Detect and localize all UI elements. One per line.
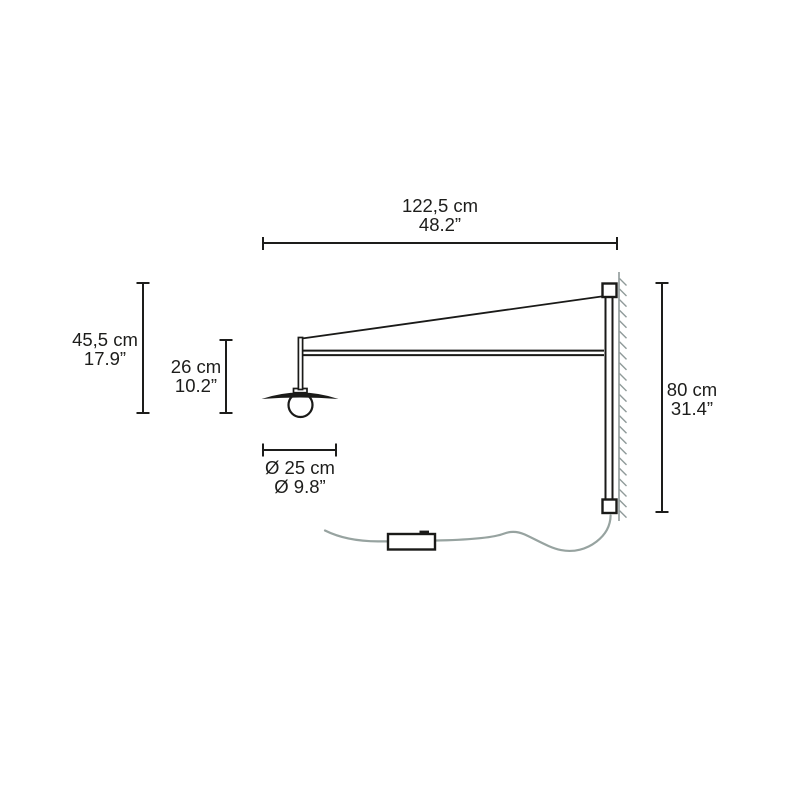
- dim-shade-diameter-imperial-label: Ø 9.8”: [274, 476, 325, 497]
- dim-wall-height-metric-label: 80 cm: [667, 379, 717, 400]
- dim-lamp-height-line: [136, 282, 150, 414]
- dim-arm-length: 122,5 cm 48.2”: [262, 195, 618, 250]
- shade-profile: [261, 392, 339, 399]
- dim-lamp-height-metric-label: 45,5 cm: [72, 329, 138, 350]
- dim-lamp-height: 45,5 cm 17.9”: [72, 282, 150, 414]
- inline-switch-box: [386, 532, 437, 551]
- dim-shade-drop-metric-label: 26 cm: [171, 356, 221, 377]
- dim-arm-length-metric-label: 122,5 cm: [402, 195, 478, 216]
- switch-button-tab: [419, 530, 429, 535]
- dim-arm-length-imperial-label: 48.2”: [419, 214, 461, 235]
- dim-lamp-height-imperial-label: 17.9”: [84, 348, 126, 369]
- wall-bracket-top: [601, 282, 618, 299]
- dim-shade-diameter: Ø 25 cm Ø 9.8”: [262, 443, 337, 497]
- dim-shade-diameter-metric-label: Ø 25 cm: [265, 457, 335, 478]
- wall-hatching-pattern: [619, 278, 627, 519]
- lamp-drawing: [261, 272, 627, 553]
- lamp-stem: [297, 336, 304, 391]
- wall-pole-lines: [604, 294, 614, 500]
- dim-shade-drop: 26 cm 10.2”: [171, 339, 233, 414]
- dim-wall-height-line: [655, 282, 669, 513]
- dim-shade-drop-imperial-label: 10.2”: [175, 375, 217, 396]
- dim-arm-length-line: [262, 237, 618, 250]
- power-cord-line: [323, 514, 612, 553]
- wall-bracket-bottom: [601, 498, 618, 515]
- dim-shade-diameter-line: [262, 443, 337, 457]
- dim-shade-drop-line: [219, 339, 233, 414]
- dim-wall-height-imperial-label: 31.4”: [671, 398, 713, 419]
- lamp-arm-lines: [303, 349, 604, 357]
- dim-wall-height: 80 cm 31.4”: [655, 282, 717, 513]
- support-cable-line: [301, 295, 606, 340]
